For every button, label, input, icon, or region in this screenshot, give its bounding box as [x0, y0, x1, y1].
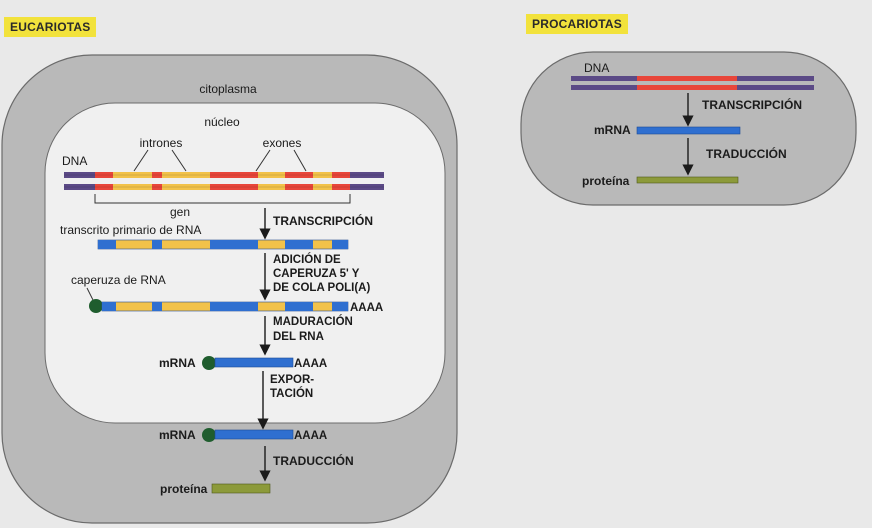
polya-tail-2: AAAA: [294, 358, 327, 370]
cap-pointer: [86, 287, 95, 303]
nucleus-label: núcleo: [204, 115, 240, 129]
exons-label: exones: [263, 136, 302, 150]
cytoplasm-label: citoplasma: [199, 82, 257, 96]
nucleus: [44, 102, 446, 424]
rna-cap: [89, 299, 103, 313]
primary-transcript-label: transcrito primario de RNA: [60, 223, 201, 237]
translation-step-label: TRADUCCIÓN: [273, 453, 354, 468]
capping-step-line-2: CAPERUZA 5' Y: [273, 268, 360, 280]
prok-mrna: [636, 126, 741, 135]
protein-bar: [211, 483, 271, 494]
prokaryotes-badge: PROCARIOTAS: [526, 14, 628, 34]
polya-tail-1: AAAA: [350, 302, 383, 314]
protein-label: proteína: [160, 482, 208, 496]
mrna-nucleus: [214, 357, 294, 368]
export-step-line-2: TACIÓN: [270, 387, 313, 400]
mrna-cap-cytoplasm: [202, 428, 216, 442]
gene-bracket: [94, 194, 351, 204]
eukaryotic-dna: [64, 172, 384, 190]
prok-protein-label: proteína: [582, 174, 630, 188]
prok-transcription-label: TRANSCRIPCIÓN: [702, 97, 802, 112]
intron-pointer-right: [171, 149, 187, 172]
prok-protein-bar: [636, 176, 739, 184]
export-step-line-1: EXPOR-: [270, 374, 314, 386]
transcription-step-label: TRANSCRIPCIÓN: [273, 213, 373, 228]
intron-pointer-left: [133, 149, 149, 172]
eukaryotes-badge: EUCARIOTAS: [4, 17, 97, 37]
dna-label: DNA: [62, 154, 87, 168]
prok-dna-label: DNA: [584, 61, 609, 75]
gene-label: gen: [170, 205, 190, 219]
prok-mrna-label: mRNA: [594, 123, 631, 137]
capping-step-line-1: ADICIÓN DE: [273, 253, 341, 266]
capping-step-line-3: DE COLA POLI(A): [273, 282, 370, 294]
prokaryotic-dna: [571, 76, 814, 90]
maturation-step-line-2: DEL RNA: [273, 331, 324, 343]
mrna-label-cytoplasm: mRNA: [159, 428, 196, 442]
primary-transcript: [97, 239, 349, 250]
prok-translation-label: TRADUCCIÓN: [706, 146, 787, 161]
exon-pointer-right: [293, 149, 307, 172]
mrna-label-nucleus: mRNA: [159, 356, 196, 370]
introns-label: intrones: [140, 136, 183, 150]
polya-tail-3: AAAA: [294, 430, 327, 442]
maturation-step-line-1: MADURACIÓN: [273, 315, 353, 328]
capped-transcript: [101, 301, 349, 312]
mrna-cytoplasm: [214, 429, 294, 440]
mrna-cap-nucleus: [202, 356, 216, 370]
exon-pointer-left: [255, 149, 271, 172]
cap-label: caperuza de RNA: [71, 273, 166, 287]
